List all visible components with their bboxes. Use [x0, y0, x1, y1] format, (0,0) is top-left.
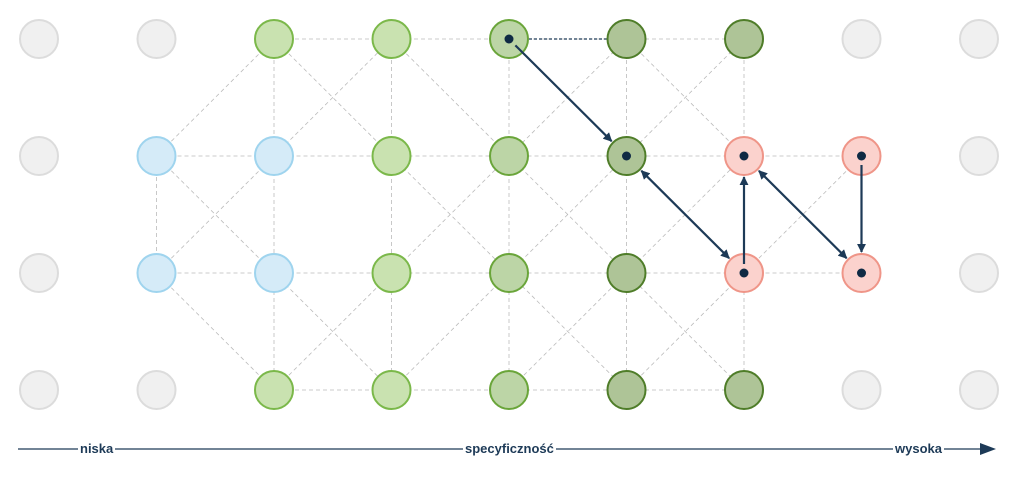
- node-circle: [606, 19, 647, 59]
- node-circle: [19, 136, 59, 176]
- bidirectional-arrow: [758, 170, 848, 259]
- node-grey-1-0: [136, 19, 177, 59]
- node-circle: [606, 370, 647, 410]
- node-circle: [19, 253, 59, 293]
- node-circle: [959, 136, 999, 176]
- node-pink-6-2: [724, 253, 764, 293]
- node-circle: [254, 253, 294, 293]
- node-pink-7-1: [841, 136, 882, 176]
- axis-label-high: wysoka: [893, 440, 944, 458]
- node-dot: [857, 268, 866, 278]
- node-grey-1-3: [136, 370, 177, 410]
- node-circle: [254, 370, 294, 410]
- node-circle: [724, 19, 764, 59]
- arrows: [514, 44, 866, 264]
- node-dark_green-5-3: [606, 370, 647, 410]
- axis-label-middle: specyficzność: [463, 440, 556, 458]
- node-light_green-3-3: [371, 370, 412, 410]
- node-blue-1-2: [136, 253, 177, 293]
- node-grey-0-0: [19, 19, 59, 59]
- node-light_green-2-0: [254, 19, 294, 59]
- node-mid_green-4-2: [489, 253, 529, 293]
- node-dark_green-5-1: [606, 136, 647, 176]
- node-grey-7-3: [841, 370, 882, 410]
- node-blue-1-1: [136, 136, 177, 176]
- node-circle: [489, 253, 529, 293]
- node-grey-8-0: [959, 19, 999, 59]
- node-circle: [489, 370, 529, 410]
- node-pink-7-2: [841, 253, 882, 293]
- node-circle: [959, 370, 999, 410]
- grid-diagonal: [391, 38, 745, 391]
- node-dot: [504, 34, 514, 44]
- node-blue-2-1: [254, 136, 294, 176]
- node-light_green-3-2: [371, 253, 412, 293]
- node-dark_green-6-0: [724, 19, 764, 59]
- grid-lines: [156, 38, 862, 391]
- node-circle: [959, 19, 999, 59]
- grid-diagonal: [156, 38, 392, 274]
- node-grey-8-1: [959, 136, 999, 176]
- node-pink-6-1: [724, 136, 764, 176]
- grid-diagonal: [156, 272, 275, 391]
- node-circle: [19, 370, 59, 410]
- node-grey-8-2: [959, 253, 999, 293]
- node-circle: [136, 253, 177, 293]
- node-circle: [136, 136, 177, 176]
- node-dot: [857, 151, 866, 161]
- node-dot: [622, 151, 631, 161]
- axis-arrowhead-icon: [980, 443, 996, 455]
- node-circle: [959, 253, 999, 293]
- node-dark_green-6-3: [724, 370, 764, 410]
- arrow: [514, 44, 613, 142]
- node-circle: [606, 253, 647, 293]
- axis-label-low: niska: [78, 440, 116, 458]
- node-light_green-3-1: [371, 136, 412, 176]
- node-circle: [724, 370, 764, 410]
- node-light_green-2-3: [254, 370, 294, 410]
- grid-diagonal: [156, 38, 275, 157]
- node-circle: [136, 370, 177, 410]
- node-grey-8-3: [959, 370, 999, 410]
- node-circle: [841, 19, 882, 59]
- node-circle: [841, 370, 882, 410]
- node-grey-0-1: [19, 136, 59, 176]
- node-circle: [136, 19, 177, 59]
- node-grey-7-0: [841, 19, 882, 59]
- node-dark_green-5-0: [606, 19, 647, 59]
- node-mid_green-4-3: [489, 370, 529, 410]
- node-grey-0-2: [19, 253, 59, 293]
- node-circle: [489, 136, 529, 176]
- node-circle: [19, 19, 59, 59]
- grid-diagonal: [156, 155, 392, 391]
- node-circle: [254, 136, 294, 176]
- node-dark_green-5-2: [606, 253, 647, 293]
- bidirectional-arrow: [640, 170, 730, 259]
- node-mid_green-4-1: [489, 136, 529, 176]
- node-circle: [371, 136, 412, 176]
- node-circle: [371, 253, 412, 293]
- node-circle: [371, 19, 412, 59]
- node-light_green-3-0: [371, 19, 412, 59]
- node-grey-0-3: [19, 370, 59, 410]
- node-circle: [254, 19, 294, 59]
- node-circle: [371, 370, 412, 410]
- node-dot: [739, 151, 749, 161]
- node-blue-2-2: [254, 253, 294, 293]
- node-dot: [739, 268, 749, 278]
- nodes: [19, 19, 999, 410]
